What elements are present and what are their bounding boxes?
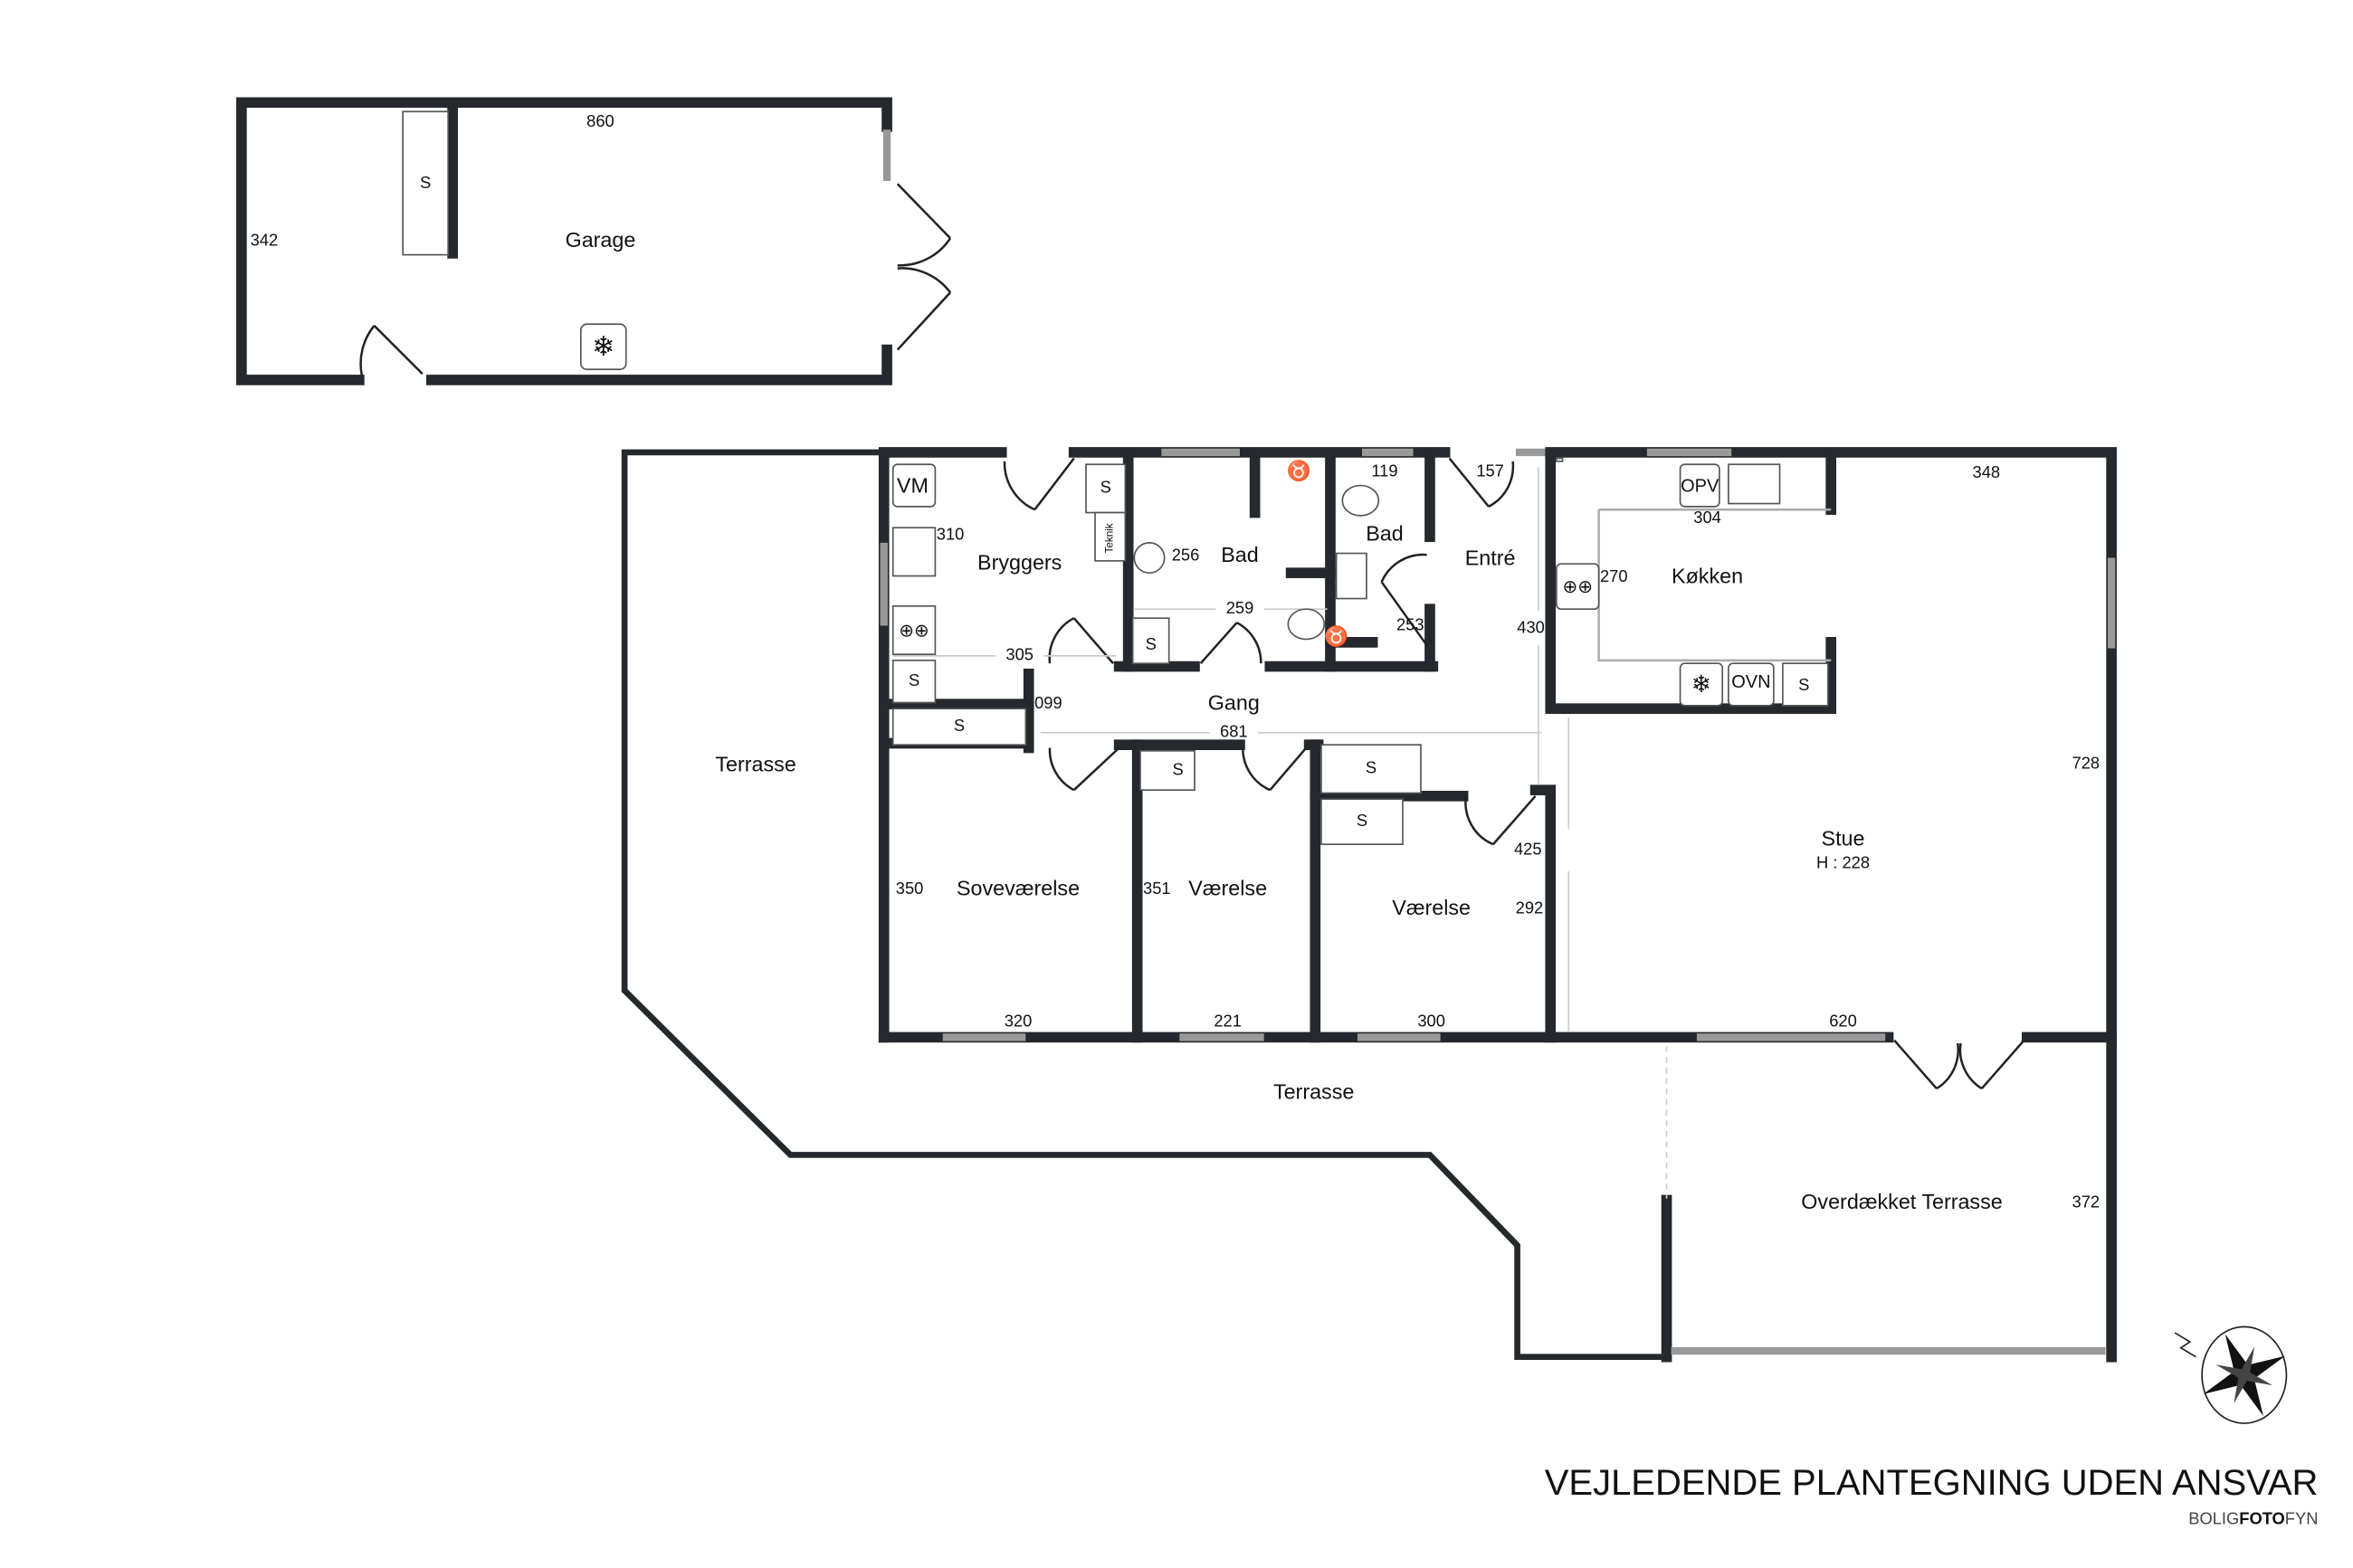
shower-icon: ♉: [1324, 625, 1348, 648]
svg-text:❄: ❄: [1691, 670, 1711, 698]
room-overdaekket-terrasse: Overdækket Terrasse: [1801, 1190, 2002, 1213]
bad2-dim-b: 253: [1396, 614, 1424, 633]
gang-dim-b: 681: [1220, 722, 1248, 741]
vaerelse2-dim-a: 292: [1516, 898, 1544, 917]
teknik-box: [1094, 511, 1127, 562]
kokken-dim-b: 304: [1693, 508, 1721, 527]
terrasse-west: Terrasse: [715, 753, 795, 776]
stue-dim-a: 348: [1973, 462, 2001, 481]
stove-icon: [891, 605, 937, 656]
storage-label: S: [954, 716, 965, 735]
overdaekket-dim-a: 372: [2072, 1193, 2101, 1212]
storage-label: S: [909, 670, 919, 689]
bad2-dim-a: 119: [1371, 461, 1397, 480]
stue-height: H : 228: [1816, 853, 1870, 872]
cooktop-icon: [1556, 563, 1600, 611]
sovevaerelse-dim-a: 350: [896, 879, 924, 898]
storage-label: S: [1357, 811, 1367, 830]
storage-label: S: [1146, 634, 1157, 653]
opv-label: OPV: [1681, 477, 1720, 497]
fridge-icon: [1679, 662, 1724, 707]
stue-dim-b: 728: [2072, 754, 2101, 773]
oven-icon: [1728, 662, 1775, 707]
vaerelse-storage: [1139, 750, 1196, 791]
garage-width: 860: [586, 111, 614, 130]
shower-icon: ♉: [1286, 459, 1310, 481]
vaerelse1-dim-a: 351: [1143, 879, 1171, 898]
storage-label: S: [1100, 478, 1111, 497]
washbasin-icon: [1335, 552, 1367, 600]
house-walls: [878, 447, 2117, 1043]
compass-rose-icon: [2174, 1326, 2288, 1424]
room-bad-1: Bad: [1221, 543, 1258, 566]
vaerelse-storage: [1320, 744, 1422, 794]
sink-icon: [891, 527, 937, 577]
toilet-icon: [1341, 484, 1380, 517]
brand-logo: BOLIGFOTOFYN: [2188, 1509, 2318, 1528]
room-vaerelse-2: Værelse: [1392, 896, 1471, 919]
kitchen-sink-icon: [1728, 463, 1781, 505]
oven-icon: [1679, 463, 1720, 508]
garage-storage-label: S: [420, 173, 431, 192]
vm-label: VM: [897, 473, 929, 497]
storage-label: S: [1798, 675, 1809, 694]
vaerelse2-dim-b: 300: [1417, 1012, 1445, 1031]
bryggers-dim-a: 310: [937, 524, 965, 543]
toilet-icon: [1287, 608, 1326, 641]
garage: ❄: [236, 97, 952, 385]
room-sovevaerelse: Soveværelse: [957, 876, 1080, 899]
teknik-label: Teknik: [1104, 523, 1116, 553]
gang-dim-a: 099: [1034, 693, 1062, 712]
entre-dim-a: 157: [1476, 461, 1504, 480]
vaerelse1-dim-b: 221: [1214, 1012, 1242, 1031]
room-gang: Gang: [1208, 690, 1260, 714]
room-stue: Stue: [1822, 826, 1865, 850]
garage-depth: 342: [251, 230, 279, 249]
bryggers-dim-b: 305: [1005, 645, 1034, 664]
sovevaerelse-dim-b: 320: [1005, 1012, 1033, 1031]
garage-label: Garage: [566, 228, 636, 252]
vaerelse-storage: [1320, 798, 1404, 845]
svg-text:⊕⊕: ⊕⊕: [899, 621, 929, 641]
terrasse-south: Terrasse: [1273, 1079, 1354, 1103]
bad-storage: [1131, 617, 1170, 665]
garage-side-door: [373, 325, 424, 375]
svg-text:⊕⊕: ⊕⊕: [1562, 577, 1593, 597]
bad1-dim-b: 259: [1226, 598, 1254, 617]
entre-dim-b: 430: [1517, 618, 1545, 637]
room-vaerelse-1: Værelse: [1188, 876, 1267, 899]
room-bryggers: Bryggers: [977, 550, 1062, 574]
terrace-outline: [621, 449, 1664, 1361]
dimension-lines: [892, 467, 1570, 1031]
garage-double-door: [896, 183, 951, 240]
bad1-dim-a: 256: [1172, 546, 1200, 565]
bryggers-storage: [891, 660, 937, 704]
washbasin-icon: [1133, 542, 1166, 575]
kokken-dim-a: 270: [1600, 566, 1628, 585]
storage-label: S: [1366, 758, 1377, 777]
garage-storage: [402, 110, 449, 256]
storage-label: S: [1173, 759, 1184, 778]
stue-dim-d: 620: [1829, 1012, 1857, 1031]
fixtures: ⊕⊕ ♉ ♉ ⊕⊕ ❄: [891, 457, 1832, 845]
stue-dim-c: 425: [1514, 840, 1542, 859]
teknik-storage: [1085, 463, 1127, 514]
svg-text:❄: ❄: [592, 332, 614, 362]
room-kokken: Køkken: [1672, 564, 1743, 587]
disclaimer-title: VEJLEDENDE PLANTEGNING UDEN ANSVAR: [1545, 1463, 2319, 1503]
room-bad-2: Bad: [1366, 522, 1403, 546]
garage-freezer-icon: ❄: [579, 323, 627, 371]
gang-storage: [891, 708, 1027, 746]
kitchen-storage: [1782, 662, 1829, 707]
washing-machine-icon: [891, 463, 937, 508]
room-entre: Entré: [1465, 546, 1516, 569]
ovn-label: OVN: [1731, 672, 1770, 692]
doors: [1003, 457, 2025, 1090]
